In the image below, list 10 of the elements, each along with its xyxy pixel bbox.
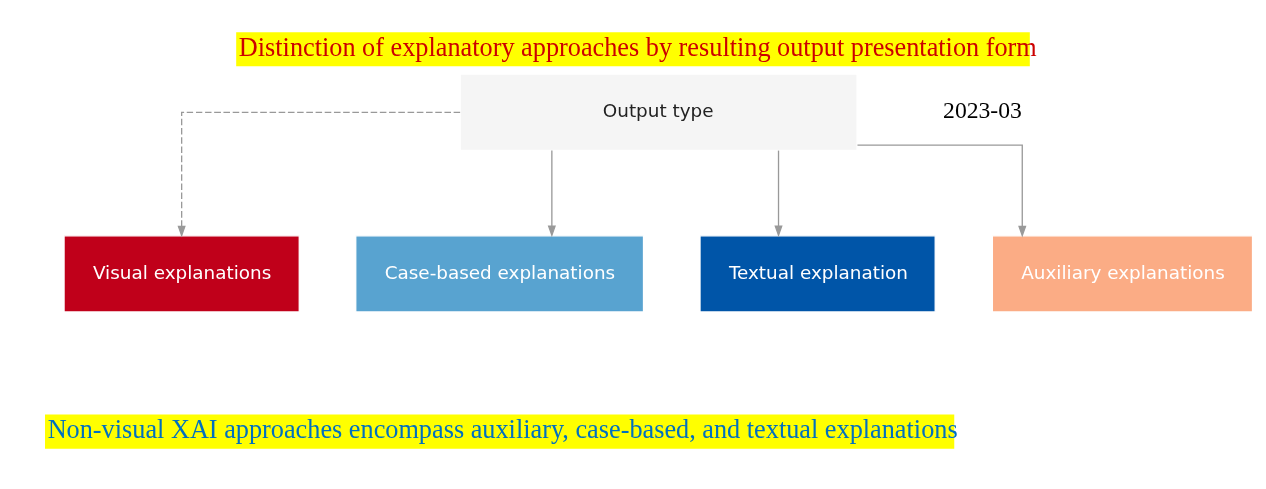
arrow — [177, 111, 461, 238]
node-box: Auxiliary explanations — [991, 234, 1254, 313]
label: 2023-03 — [943, 96, 1022, 123]
node-box: Textual explanation — [699, 234, 936, 313]
node-box: Output type — [459, 73, 858, 151]
node-box: Visual explanations — [63, 234, 300, 313]
node-box: Case-based explanations — [355, 234, 645, 313]
arrow — [547, 149, 556, 237]
arrow — [856, 144, 1027, 238]
arrow — [774, 149, 783, 237]
